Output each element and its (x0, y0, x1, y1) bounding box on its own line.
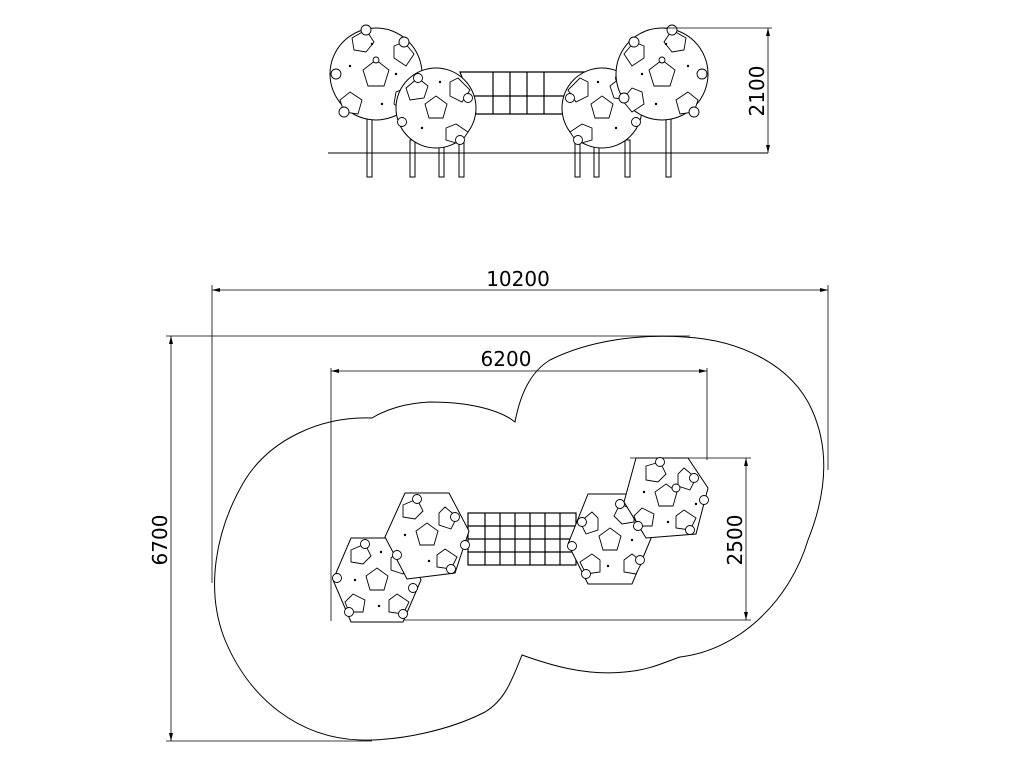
dimension-label-10200: 10200 (486, 267, 550, 291)
plan-dome-right (567, 493, 653, 585)
structure-depth-dimension: 2500 (400, 457, 751, 621)
dimension-label-2100: 2100 (745, 66, 769, 117)
dimension-label-2500: 2500 (723, 515, 747, 566)
dimension-label-6700: 6700 (148, 515, 172, 566)
plan-view: 10200 6700 6200 2500 (148, 267, 829, 742)
plan-dome-top-right (623, 457, 709, 539)
structure-width-dimension: 6200 (330, 347, 708, 621)
elevation-dome-right-outer (615, 24, 709, 121)
plan-net-bridge (467, 512, 577, 566)
dimension-label-6200: 6200 (481, 347, 532, 371)
elevation-height-dimension: 2100 (662, 27, 772, 153)
overall-depth-dimension: 6700 (148, 335, 690, 742)
safety-zone-outline (214, 335, 825, 741)
elevation-dome-left-inner (395, 67, 477, 149)
elevation-view: 2100 (328, 24, 772, 178)
overall-width-dimension: 10200 (211, 267, 829, 583)
plan-dome-left (384, 492, 470, 580)
